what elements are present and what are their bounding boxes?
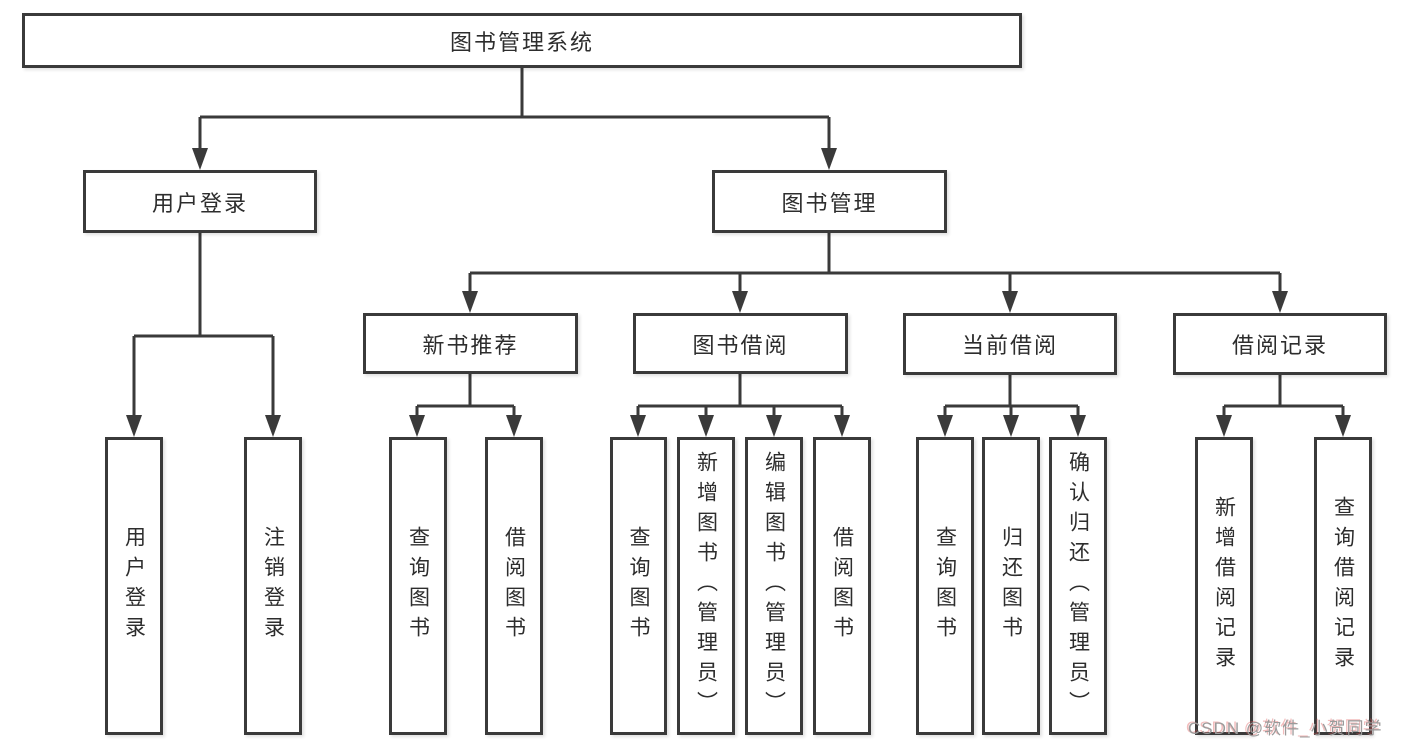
leaf-return-book: 归还图书 <box>982 437 1040 735</box>
leaf-edit-book-admin: 编辑图书（管理员） <box>745 437 803 735</box>
csdn-watermark: CSDN @软件_小贺同学 <box>1188 719 1383 738</box>
node-book-management: 图书管理 <box>712 170 947 233</box>
leaf-query-books-recommend: 查询图书 <box>389 437 447 735</box>
node-user-login: 用户登录 <box>83 170 317 233</box>
node-current-borrow: 当前借阅 <box>903 313 1117 375</box>
node-root: 图书管理系统 <box>22 13 1022 68</box>
leaf-query-books-current: 查询图书 <box>916 437 974 735</box>
leaf-user-login: 用户登录 <box>105 437 163 735</box>
leaf-confirm-return-admin: 确认归还（管理员） <box>1049 437 1107 735</box>
node-book-borrow: 图书借阅 <box>633 313 848 374</box>
leaf-logout: 注销登录 <box>244 437 302 735</box>
leaf-add-borrow-record: 新增借阅记录 <box>1195 437 1253 735</box>
node-new-book-recommend: 新书推荐 <box>363 313 578 374</box>
leaf-query-books-borrow: 查询图书 <box>610 437 667 735</box>
leaf-borrow-books-recommend: 借阅图书 <box>485 437 543 735</box>
node-borrow-records: 借阅记录 <box>1173 313 1387 375</box>
leaf-add-book-admin: 新增图书（管理员） <box>677 437 735 735</box>
leaf-borrow-books: 借阅图书 <box>813 437 871 735</box>
leaf-query-borrow-record: 查询借阅记录 <box>1314 437 1372 735</box>
